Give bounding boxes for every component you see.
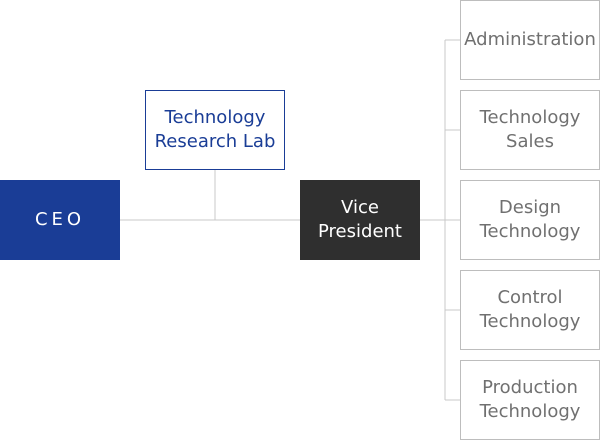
- department-label: Administration: [464, 29, 596, 50]
- department-technology-sales: Technology Sales: [460, 90, 600, 170]
- research-lab-label: Technology Research Lab: [154, 107, 276, 152]
- vice-president-label: Vice President: [318, 197, 402, 242]
- ceo-label: CEO: [34, 209, 86, 230]
- department-administration: Administration: [460, 0, 600, 80]
- department-label: Production Technology: [479, 377, 581, 422]
- vice-president-box: Vice President: [300, 180, 420, 260]
- department-production-technology: Production Technology: [460, 360, 600, 440]
- ceo-box: CEO: [0, 180, 120, 260]
- department-control-technology: Control Technology: [460, 270, 600, 350]
- research-lab-box: Technology Research Lab: [145, 90, 285, 170]
- department-design-technology: Design Technology: [460, 180, 600, 260]
- department-label: Design Technology: [479, 197, 581, 242]
- department-label: Control Technology: [479, 287, 581, 332]
- department-label: Technology Sales: [479, 107, 581, 152]
